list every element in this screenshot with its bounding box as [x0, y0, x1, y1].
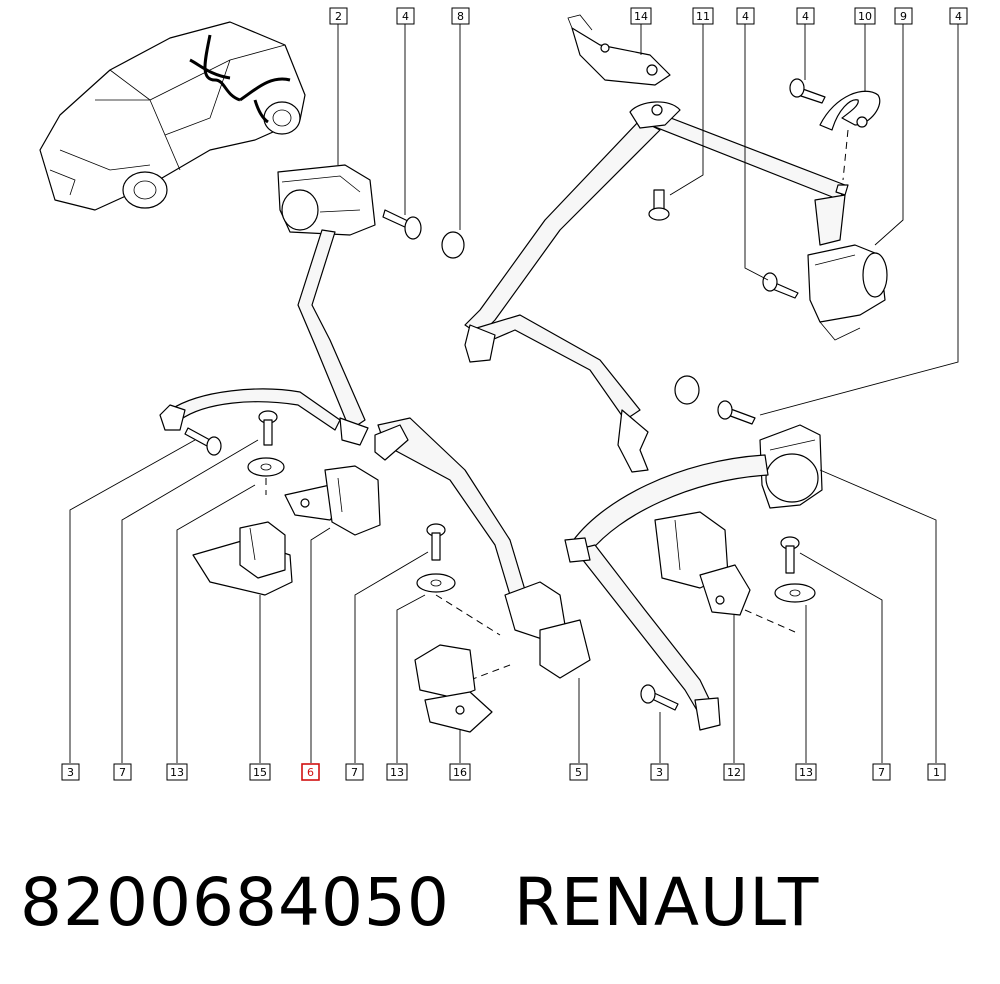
callout-13: 13 — [795, 763, 817, 781]
svg-text:10: 10 — [858, 10, 872, 23]
rear-right-belt-webbing — [564, 454, 769, 731]
callout-1: 1 — [927, 763, 946, 781]
svg-text:13: 13 — [170, 766, 184, 779]
callout-16: 16 — [449, 763, 471, 781]
svg-text:8: 8 — [457, 10, 464, 23]
callout-7: 7 — [345, 763, 364, 781]
item-9-rear-retractor — [807, 194, 888, 341]
callout-3: 3 — [650, 763, 669, 781]
svg-text:5: 5 — [575, 766, 582, 779]
item-14-bracket — [567, 14, 671, 86]
callout-13: 13 — [166, 763, 188, 781]
svg-text:12: 12 — [727, 766, 741, 779]
part-caption: 8200684050 RENAULT — [20, 858, 980, 948]
svg-text:13: 13 — [799, 766, 813, 779]
item-10-hook — [819, 90, 881, 196]
callout-12: 12 — [723, 763, 745, 781]
callout-10: 10 — [854, 7, 876, 25]
car-thumbnail — [39, 21, 306, 211]
callout-7: 7 — [872, 763, 891, 781]
callout-2: 2 — [329, 7, 348, 25]
leader-lines — [69, 24, 959, 763]
callout-7: 7 — [113, 763, 132, 781]
callout-15: 15 — [249, 763, 271, 781]
callout-14: 14 — [630, 7, 652, 25]
callout-4: 4 — [949, 7, 968, 25]
part-number: 8200684050 — [20, 864, 450, 941]
callout-9: 9 — [894, 7, 913, 25]
svg-text:9: 9 — [900, 10, 907, 23]
front-right-belt-webbing — [374, 417, 591, 679]
svg-text:3: 3 — [656, 766, 663, 779]
callout-5: 5 — [569, 763, 588, 781]
callout-4: 4 — [736, 7, 755, 25]
svg-text:16: 16 — [453, 766, 467, 779]
item-1-rear-retractor — [759, 424, 823, 509]
brand-name: RENAULT — [513, 864, 820, 941]
svg-text:1: 1 — [933, 766, 940, 779]
svg-text:4: 4 — [742, 10, 749, 23]
callout-4: 4 — [796, 7, 815, 25]
svg-text:4: 4 — [402, 10, 409, 23]
callout-6-highlighted: 6 — [301, 763, 320, 781]
svg-text:4: 4 — [955, 10, 962, 23]
front-left-belt-webbing — [159, 229, 369, 446]
callout-4: 4 — [396, 7, 415, 25]
callout-13: 13 — [386, 763, 408, 781]
item-2-front-retractor — [277, 164, 376, 236]
callout-8: 8 — [451, 7, 470, 25]
svg-text:7: 7 — [351, 766, 358, 779]
fasteners — [184, 78, 826, 711]
svg-text:2: 2 — [335, 10, 342, 23]
callout-11: 11 — [692, 7, 714, 25]
svg-text:13: 13 — [390, 766, 404, 779]
item-6-buckle — [284, 465, 381, 536]
svg-text:15: 15 — [253, 766, 267, 779]
item-15-buckle — [192, 521, 293, 596]
svg-text:4: 4 — [802, 10, 809, 23]
svg-text:3: 3 — [67, 766, 74, 779]
svg-text:7: 7 — [119, 766, 126, 779]
svg-text:11: 11 — [696, 10, 710, 23]
item-12-buckle — [654, 511, 751, 616]
svg-text:14: 14 — [634, 10, 648, 23]
svg-text:6: 6 — [307, 766, 314, 779]
item-16-buckle — [414, 644, 493, 733]
svg-text:7: 7 — [878, 766, 885, 779]
rear-centre-belt — [464, 101, 846, 473]
item-11-bolt — [648, 189, 670, 221]
callout-3: 3 — [61, 763, 80, 781]
